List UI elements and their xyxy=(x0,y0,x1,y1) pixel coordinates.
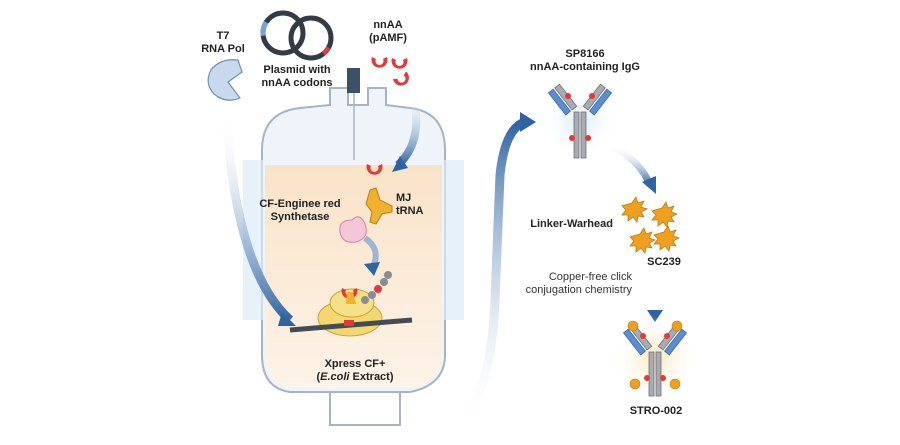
nnaa-molecules-icon xyxy=(371,57,409,86)
t7-rna-pol-icon xyxy=(207,59,243,101)
sp8166-label: SP8166 nnAA-containing IgG xyxy=(520,48,650,74)
t7-label-line1: T7 xyxy=(216,30,230,42)
mj-trna-label: MJ tRNA xyxy=(396,192,436,218)
output-arrow xyxy=(429,112,536,437)
adc-stro-002-icon xyxy=(613,316,697,400)
synthetase-icon xyxy=(339,216,367,243)
stro-002-label-text: STRO-002 xyxy=(629,405,683,417)
nnaa-input-arrow xyxy=(392,90,421,172)
mj-trna-icon xyxy=(365,187,393,225)
synthetase-label-line1: CF-Enginee red xyxy=(259,198,341,210)
nnaa-label: nnAA (pAMF) xyxy=(360,19,416,45)
synthetase-to-ribosome-arrow xyxy=(363,235,380,276)
igg-to-warhead-arrow xyxy=(608,141,656,194)
t7-label-line2: RNA Pol xyxy=(201,43,245,55)
plasmid-icon xyxy=(260,10,334,61)
click-chemistry-arrow xyxy=(647,280,663,322)
plasmid-label-line2: nnAA codons xyxy=(261,77,333,89)
synthetase-label: CF-Enginee red Synthetase xyxy=(252,198,348,224)
click-chemistry-line2: conjugation chemistry xyxy=(525,284,632,296)
t7-label: T7 RNA Pol xyxy=(196,30,250,56)
linker-warhead-icon xyxy=(621,196,681,254)
sc239-label-text: SC239 xyxy=(647,256,681,268)
linker-warhead-label: Linker-Warhead xyxy=(505,218,613,231)
nnaa-label-line1: nnAA xyxy=(373,19,403,31)
xpress-label: Xpress CF+ (E.coli Extract) xyxy=(300,358,410,384)
sp8166-label-line1: SP8166 xyxy=(565,48,605,60)
xpress-open-paren: ( xyxy=(316,371,321,383)
sp8166-label-line2: nnAA-containing IgG xyxy=(530,61,640,73)
nnaa-in-vessel-icon xyxy=(366,164,383,175)
mj-trna-label-line1: MJ xyxy=(396,192,412,204)
linker-warhead-label-text: Linker-Warhead xyxy=(530,218,613,230)
click-chemistry-line1: Copper-free click xyxy=(548,271,632,283)
sc239-label: SC239 xyxy=(636,256,692,269)
plasmid-label-line1: Plasmid with xyxy=(263,64,331,76)
xpress-ecoli: E.coli xyxy=(320,371,350,383)
igg-antibody-icon xyxy=(542,83,618,160)
stro-002-label: STRO-002 xyxy=(618,405,694,418)
t7-input-arrow xyxy=(221,109,296,326)
plasmid-label: Plasmid with nnAA codons xyxy=(252,64,342,90)
ribosome-icon xyxy=(289,271,413,337)
mj-trna-label-line2: tRNA xyxy=(396,205,424,217)
click-chemistry-label: Copper-free click conjugation chemistry xyxy=(494,271,632,297)
xpress-extract: Extract) xyxy=(349,371,394,383)
xpress-label-line2: (E.coli Extract) xyxy=(300,371,410,384)
xpress-label-line1: Xpress CF+ xyxy=(324,358,386,370)
synthetase-label-line2: Synthetase xyxy=(270,211,330,223)
peptide-chain-icon xyxy=(361,271,392,304)
nnaa-label-line2: (pAMF) xyxy=(369,32,407,44)
